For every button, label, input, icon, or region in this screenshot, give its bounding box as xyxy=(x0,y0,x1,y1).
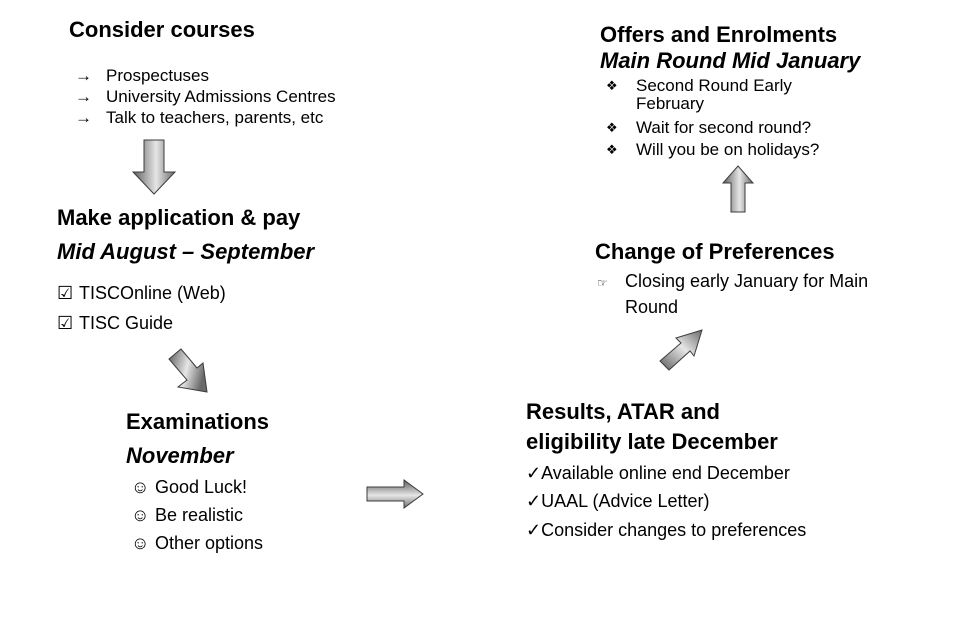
step-exams-date: November xyxy=(126,443,234,468)
list-item-text: Good Luck! xyxy=(155,477,248,497)
step-consider-title: Consider courses xyxy=(69,17,255,42)
step-application-title: Make application & pay xyxy=(57,205,301,230)
arrow-bullet-icon: → xyxy=(75,108,92,127)
arrow-bullet-icon: → xyxy=(75,87,92,106)
diamond-bullet-icon: ❖ xyxy=(606,142,618,157)
list-item: ☺ Good Luck! xyxy=(131,476,247,498)
list-item-text: Available online end December xyxy=(541,463,790,483)
step-preferences-title: Change of Preferences xyxy=(595,239,835,264)
list-item-text: Wait for second round? xyxy=(636,118,812,137)
step-offers-title: Offers and Enrolments xyxy=(600,22,838,47)
list-item-text-continued: Round xyxy=(625,297,679,317)
list-item-text: TISC Guide xyxy=(79,313,174,333)
list-item-text: Talk to teachers, parents, etc xyxy=(106,108,324,127)
diamond-bullet-icon: ❖ xyxy=(606,78,618,93)
list-item-text: Other options xyxy=(155,533,264,553)
checkbox-icon: ☑ xyxy=(57,283,74,303)
checkmark-icon: ✓ xyxy=(526,520,542,540)
step-results-title: Results, ATAR and xyxy=(526,399,720,424)
step-application-date: Mid August – September xyxy=(57,239,315,264)
diamond-bullet-icon: ❖ xyxy=(606,120,618,135)
smiley-icon: ☺ xyxy=(131,533,150,553)
list-item-text: Second Round Early xyxy=(636,76,792,95)
list-item-text: Consider changes to preferences xyxy=(541,520,807,540)
list-item: ✓Consider changes to preferences xyxy=(526,519,806,541)
list-item: ☺ Other options xyxy=(131,532,263,554)
list-item: ☺ Be realistic xyxy=(131,504,243,526)
list-item-text: Be realistic xyxy=(155,505,244,525)
list-item-text: UAAL (Advice Letter) xyxy=(541,491,710,511)
list-item-text-continued: February xyxy=(636,94,705,113)
smiley-icon: ☺ xyxy=(131,505,150,525)
checkmark-icon: ✓ xyxy=(526,463,542,483)
list-item-text: Prospectuses xyxy=(106,66,209,85)
checkmark-icon: ✓ xyxy=(526,491,542,511)
arrow-bullet-icon: → xyxy=(75,66,92,85)
step-offers-date: Main Round Mid January xyxy=(600,48,861,73)
list-item: ✓UAAL (Advice Letter) xyxy=(526,490,710,512)
arrow-up-icon xyxy=(721,165,755,213)
list-item-text: Will you be on holidays? xyxy=(636,140,820,159)
arrow-up-right-icon xyxy=(659,329,703,371)
step-results-title-2: eligibility late December xyxy=(526,429,778,454)
list-item-text: University Admissions Centres xyxy=(106,87,336,106)
smiley-icon: ☺ xyxy=(131,477,150,497)
pointing-hand-icon: ☞ xyxy=(597,276,608,290)
arrow-right-icon xyxy=(366,479,424,509)
list-item: ☑ TISCOnline (Web) xyxy=(57,282,226,304)
list-item: ☑ TISC Guide xyxy=(57,312,173,334)
step-exams-title: Examinations xyxy=(126,409,270,434)
checkbox-icon: ☑ xyxy=(57,313,74,333)
arrow-down-right-icon xyxy=(168,348,208,393)
list-item-text: Closing early January for Main xyxy=(625,271,869,291)
arrow-down-icon xyxy=(131,139,177,195)
list-item: ✓Available online end December xyxy=(526,462,790,484)
list-item-text: TISCOnline (Web) xyxy=(79,283,226,303)
